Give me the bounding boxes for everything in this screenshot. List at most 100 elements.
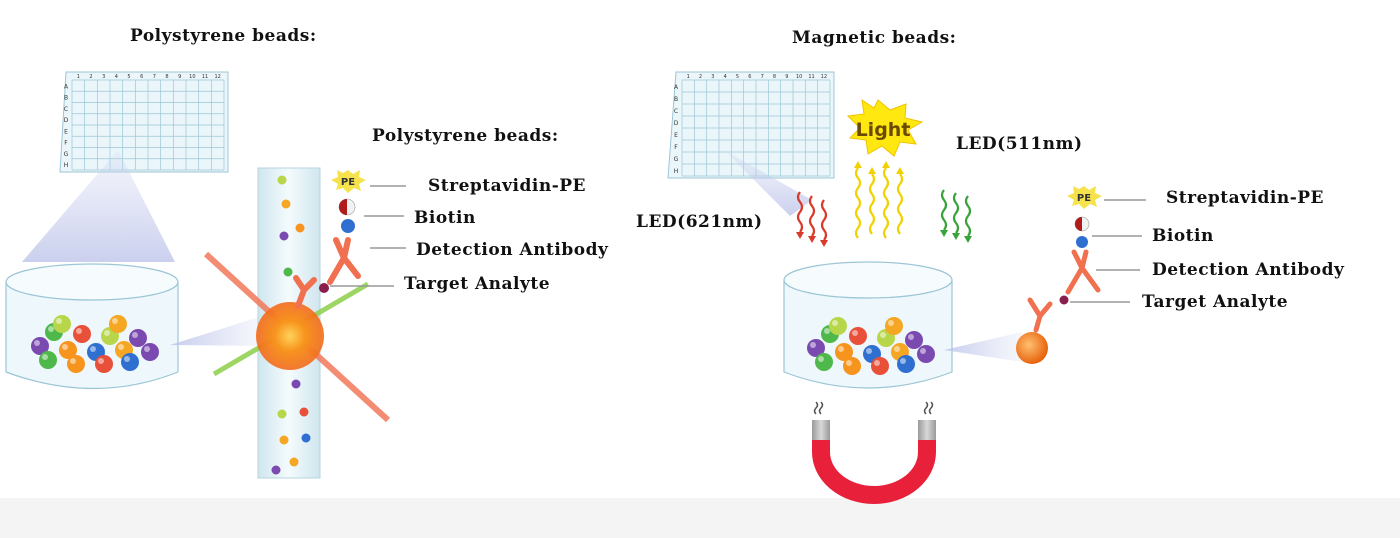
dish-bead-shine	[144, 346, 150, 352]
tube-bead	[289, 457, 299, 467]
dish-bead	[843, 357, 861, 375]
yellow-wave-head	[882, 161, 890, 168]
pe-burst-right	[1067, 186, 1102, 209]
red-led-waves	[796, 191, 828, 247]
right-title: Magnetic beads:	[792, 28, 957, 48]
left-label-detection-antibody: Detection Antibody	[416, 240, 609, 260]
dish-bead	[885, 317, 903, 335]
plate-col-label: 6	[140, 74, 143, 80]
plate-row-label: H	[674, 168, 679, 175]
dish-bead	[53, 315, 71, 333]
dish-bead-shine	[832, 320, 838, 326]
magnetic-bead	[1016, 332, 1048, 364]
red-wave-head	[796, 232, 804, 239]
plate-row-label: B	[674, 96, 678, 103]
dish-bead-shine	[118, 344, 124, 350]
tube-bead	[281, 199, 291, 209]
right-label-biotin: Biotin	[1152, 226, 1214, 246]
leader-lines-left	[330, 185, 406, 287]
yellow-wave-head	[868, 167, 876, 174]
detection-antibody-right	[1065, 249, 1101, 295]
plate-col-label: 6	[748, 74, 751, 80]
plate-row-label: A	[674, 84, 679, 91]
left-label-streptavidin: Streptavidin-PE	[428, 176, 586, 196]
dish-bead-shine	[124, 356, 130, 362]
pe-tag-left: PE	[341, 177, 355, 188]
dish-bead-shine	[888, 320, 894, 326]
dish-bead	[39, 351, 57, 369]
tube-bead	[277, 175, 287, 185]
left-title: Polystyrene beads:	[130, 26, 317, 46]
plate-col-label: 8	[165, 74, 168, 80]
plate-col-label: 2	[89, 74, 92, 80]
dish-bead	[109, 315, 127, 333]
green-wave	[940, 189, 948, 231]
dish-bead	[905, 331, 923, 349]
light-beam-right-zoom	[944, 332, 1022, 362]
red-wave-head	[808, 236, 816, 243]
tube-bead	[301, 433, 311, 443]
dish-bead	[141, 343, 159, 361]
tube-bead	[283, 267, 293, 277]
plate-row-label: G	[64, 151, 69, 158]
plate-row-label: F	[64, 140, 68, 147]
tube-bead	[279, 435, 289, 445]
sample-dish-left	[5, 263, 179, 390]
light-badge-text: Light	[856, 119, 911, 141]
plate-col-label: 7	[153, 74, 156, 80]
dish-bead	[897, 355, 915, 373]
yellow-wave	[882, 167, 890, 239]
plate-col-label: 11	[808, 74, 814, 80]
plate-row-label: C	[674, 108, 678, 115]
plate-row-label: F	[674, 144, 678, 151]
plate-row-label: H	[64, 162, 69, 169]
plate-row-label: D	[64, 117, 69, 124]
target-analyte-right	[1059, 295, 1069, 305]
plate-row-label: E	[674, 132, 678, 139]
sample-dish-right	[783, 261, 953, 389]
dish-bead	[129, 329, 147, 347]
dish-bead-shine	[838, 346, 844, 352]
left-label-biotin: Biotin	[414, 208, 476, 228]
dish-bead-shine	[852, 330, 858, 336]
dish-bead-shine	[70, 358, 76, 364]
right-label-target-analyte: Target Analyte	[1142, 292, 1289, 312]
plate-col-label: 4	[115, 74, 118, 80]
plate-row-label: G	[674, 156, 679, 163]
left-label-target-analyte: Target Analyte	[404, 274, 551, 294]
dish-bead-shine	[132, 332, 138, 338]
plate-col-label: 1	[687, 74, 690, 80]
dish-bead	[95, 355, 113, 373]
yellow-wave-head	[896, 167, 904, 174]
plate-col-label: 10	[189, 74, 195, 80]
dish-bead-shine	[874, 360, 880, 366]
green-wave-head	[964, 236, 972, 243]
green-wave	[964, 195, 972, 237]
bottom-band	[0, 498, 1400, 538]
plate-col-label: 5	[736, 74, 739, 80]
dish-bead-shine	[62, 344, 68, 350]
red-wave	[820, 199, 828, 241]
dish-bead-shine	[900, 358, 906, 364]
dish-bead-shine	[48, 326, 54, 332]
plate-col-label: 5	[127, 74, 130, 80]
plate-col-label: 12	[821, 74, 827, 80]
yellow-wave	[896, 173, 904, 235]
dish-bead-shine	[810, 342, 816, 348]
detection-complex-left: PE	[293, 170, 366, 309]
polystyrene-bead-large	[256, 302, 324, 370]
light-beam-left-zoom	[170, 316, 262, 346]
right-label-streptavidin: Streptavidin-PE	[1166, 188, 1324, 208]
dish-bead-shine	[818, 356, 824, 362]
dish-bead-shine	[824, 328, 830, 334]
dish-bead-shine	[76, 328, 82, 334]
yellow-wave-head	[854, 161, 862, 168]
dish-bead-shine	[90, 346, 96, 352]
light-beam-left	[22, 150, 175, 262]
plate-col-label: 11	[202, 74, 208, 80]
right-label-detection-antibody: Detection Antibody	[1152, 260, 1345, 280]
dish-bead-shine	[42, 354, 48, 360]
plate-col-label: 12	[214, 74, 220, 80]
